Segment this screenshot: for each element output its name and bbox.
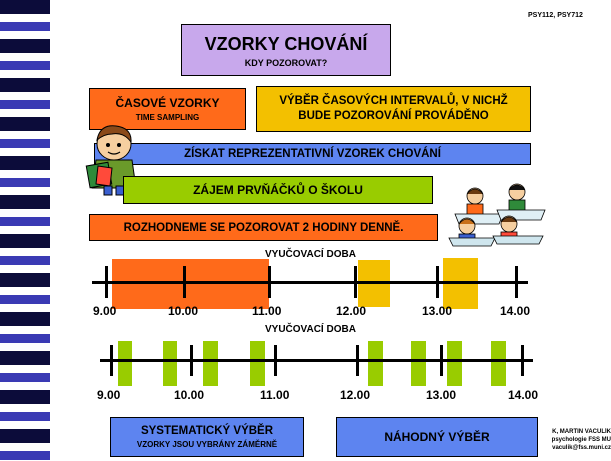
timeline2-tick-12 bbox=[356, 345, 359, 376]
binding-band bbox=[0, 429, 50, 443]
timeline2-tick-9 bbox=[110, 345, 113, 376]
timeline2-label: VYUČOVACÍ DOBA bbox=[265, 324, 356, 335]
binding-band bbox=[0, 334, 50, 343]
author-email: vaculik@fss.muni.cz bbox=[552, 445, 611, 451]
author-name: K, MARTIN VACULÍK bbox=[552, 429, 611, 435]
binding-band bbox=[0, 61, 50, 70]
timeline2-sample-3 bbox=[203, 341, 218, 386]
interval-selection-text: VÝBĚR ČASOVÝCH INTERVALŮ, V NICHŽ BUDE P… bbox=[279, 95, 508, 122]
timeline2-tick-14 bbox=[521, 345, 524, 376]
binding-band bbox=[0, 412, 50, 421]
author-department: psychologie FSS MU bbox=[551, 437, 611, 443]
systematic-subtitle: VZORKY JSOU VYBRÁNY ZÁMĚRNĚ bbox=[136, 440, 278, 449]
binding-band bbox=[0, 295, 50, 304]
binding-band bbox=[0, 100, 50, 109]
binding-band bbox=[0, 373, 50, 382]
spiral-binding bbox=[0, 0, 50, 461]
timeline1-tick-label-14: 14.00 bbox=[500, 304, 531, 318]
interval-selection-box: VÝBĚR ČASOVÝCH INTERVALŮ, V NICHŽ BUDE P… bbox=[256, 86, 531, 132]
binding-band bbox=[0, 117, 50, 131]
binding-band bbox=[0, 217, 50, 226]
representative-sample-text: ZÍSKAT REPREZENTATIVNÍ VZOREK CHOVÁNÍ bbox=[184, 148, 441, 160]
binding-band bbox=[0, 139, 50, 148]
interest-box: ZÁJEM PRVŇÁČKŮ O ŠKOLU bbox=[123, 176, 433, 204]
course-code: PSY112, PSY712 bbox=[528, 12, 583, 19]
binding-band bbox=[0, 234, 50, 248]
timeline2-tick-13 bbox=[440, 345, 443, 376]
binding-band bbox=[0, 451, 50, 460]
timeline2-sample-5 bbox=[368, 341, 383, 386]
binding-band bbox=[0, 178, 50, 187]
timeline2-tick-label-10: 10.00 bbox=[174, 388, 205, 402]
timeline2-tick-10 bbox=[190, 345, 193, 376]
classroom-children-illustration bbox=[448, 183, 546, 247]
timeline1-tick-label-12: 12.00 bbox=[336, 304, 367, 318]
binding-band bbox=[0, 39, 50, 53]
timeline2-sample-7 bbox=[447, 341, 462, 386]
binding-band bbox=[0, 390, 50, 404]
timeline2-tick-label-11: 11.00 bbox=[260, 388, 290, 402]
timeline1-tick-10 bbox=[183, 266, 186, 298]
binding-band bbox=[0, 0, 50, 14]
timeline2-sample-1 bbox=[118, 341, 132, 386]
timeline2-axis bbox=[100, 359, 533, 362]
binding-band bbox=[0, 156, 50, 170]
representative-sample-bar: ZÍSKAT REPREZENTATIVNÍ VZOREK CHOVÁNÍ bbox=[94, 143, 531, 165]
timeline2-tick-label-9: 9.00 bbox=[97, 388, 121, 402]
timeline2-tick-label-13: 13.00 bbox=[426, 388, 457, 402]
page-subtitle: KDY POZOROVAT? bbox=[244, 58, 328, 68]
binding-band bbox=[0, 312, 50, 326]
timeline1-tick-13 bbox=[436, 266, 439, 298]
binding-band bbox=[0, 351, 50, 365]
binding-band bbox=[0, 273, 50, 287]
timeline2-sample-8 bbox=[491, 341, 506, 386]
timeline1-tick-14 bbox=[515, 266, 518, 298]
interest-text: ZÁJEM PRVŇÁČKŮ O ŠKOLU bbox=[193, 183, 363, 197]
timeline2-tick-11 bbox=[274, 345, 277, 376]
timeline1-tick-label-10: 10.00 bbox=[168, 304, 199, 318]
timeline1-label: VYUČOVACÍ DOBA bbox=[265, 249, 356, 260]
timeline1-tick-label-13: 13.00 bbox=[422, 304, 453, 318]
title-box: VZORKY CHOVÁNÍ KDY POZOROVAT? bbox=[181, 24, 391, 76]
systematic-title: SYSTEMATICKÝ VÝBĚR bbox=[140, 425, 274, 437]
binding-band bbox=[0, 256, 50, 265]
timeline2-tick-label-12: 12.00 bbox=[340, 388, 371, 402]
decision-box: ROZHODNEME SE POZOROVAT 2 HODINY DENNĚ. bbox=[89, 214, 438, 241]
timeline1-axis bbox=[92, 281, 528, 284]
timeline1-selected-interval-1 bbox=[112, 259, 269, 309]
binding-band bbox=[0, 78, 50, 92]
page-title: VZORKY CHOVÁNÍ bbox=[204, 34, 368, 54]
timeline2-sample-2 bbox=[163, 341, 177, 386]
timeline1-tick-label-9: 9.00 bbox=[93, 304, 117, 318]
random-selection-box: NÁHODNÝ VÝBĚR bbox=[336, 417, 538, 457]
timeline1-tick-11 bbox=[268, 266, 271, 298]
time-sampling-subtitle: TIME SAMPLING bbox=[135, 113, 200, 122]
timeline1-tick-9 bbox=[105, 266, 108, 298]
systematic-selection-box: SYSTEMATICKÝ VÝBĚR VZORKY JSOU VYBRÁNY Z… bbox=[110, 417, 304, 457]
timeline2-tick-label-14: 14.00 bbox=[508, 388, 539, 402]
time-sampling-box: ČASOVÉ VZORKY TIME SAMPLING bbox=[89, 88, 246, 130]
author-info: K, MARTIN VACULÍK psychologie FSS MU vac… bbox=[528, 428, 611, 452]
timeline1-tick-12 bbox=[354, 266, 357, 298]
timeline2-sample-4 bbox=[250, 341, 265, 386]
random-title: NÁHODNÝ VÝBĚR bbox=[384, 430, 490, 444]
decision-text: ROZHODNEME SE POZOROVAT 2 HODINY DENNĚ. bbox=[123, 221, 404, 234]
timeline2-sample-6 bbox=[411, 341, 426, 386]
binding-band bbox=[0, 22, 50, 31]
timeline1-tick-label-11: 11.00 bbox=[252, 304, 282, 318]
time-sampling-title: ČASOVÉ VZORKY bbox=[115, 96, 220, 110]
binding-band bbox=[0, 195, 50, 209]
